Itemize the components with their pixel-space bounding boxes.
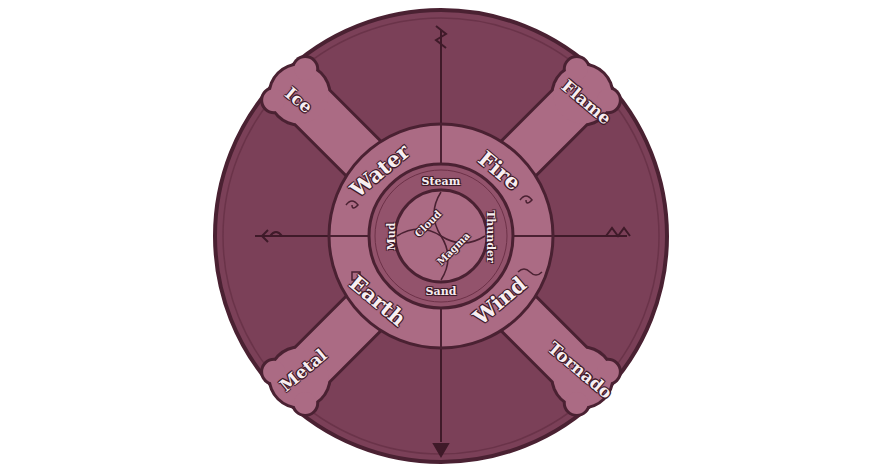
quadrant-lines (329, 124, 553, 348)
outer-disc (215, 10, 667, 462)
middle-ring (329, 124, 553, 348)
inner-rim (375, 170, 507, 302)
element-marks (346, 196, 542, 280)
arm-outlines (251, 46, 630, 425)
arm-fills (256, 51, 627, 422)
center-disc (395, 190, 487, 282)
center-swirl (397, 192, 485, 280)
cross-lines (255, 30, 627, 442)
combo-label: Thunder (484, 210, 495, 263)
disc-rim (223, 18, 659, 454)
combo-label: Steam (422, 176, 461, 187)
combo-label: Mud (387, 222, 398, 250)
combo-label: Sand (426, 286, 457, 297)
inner-ring (369, 164, 513, 308)
